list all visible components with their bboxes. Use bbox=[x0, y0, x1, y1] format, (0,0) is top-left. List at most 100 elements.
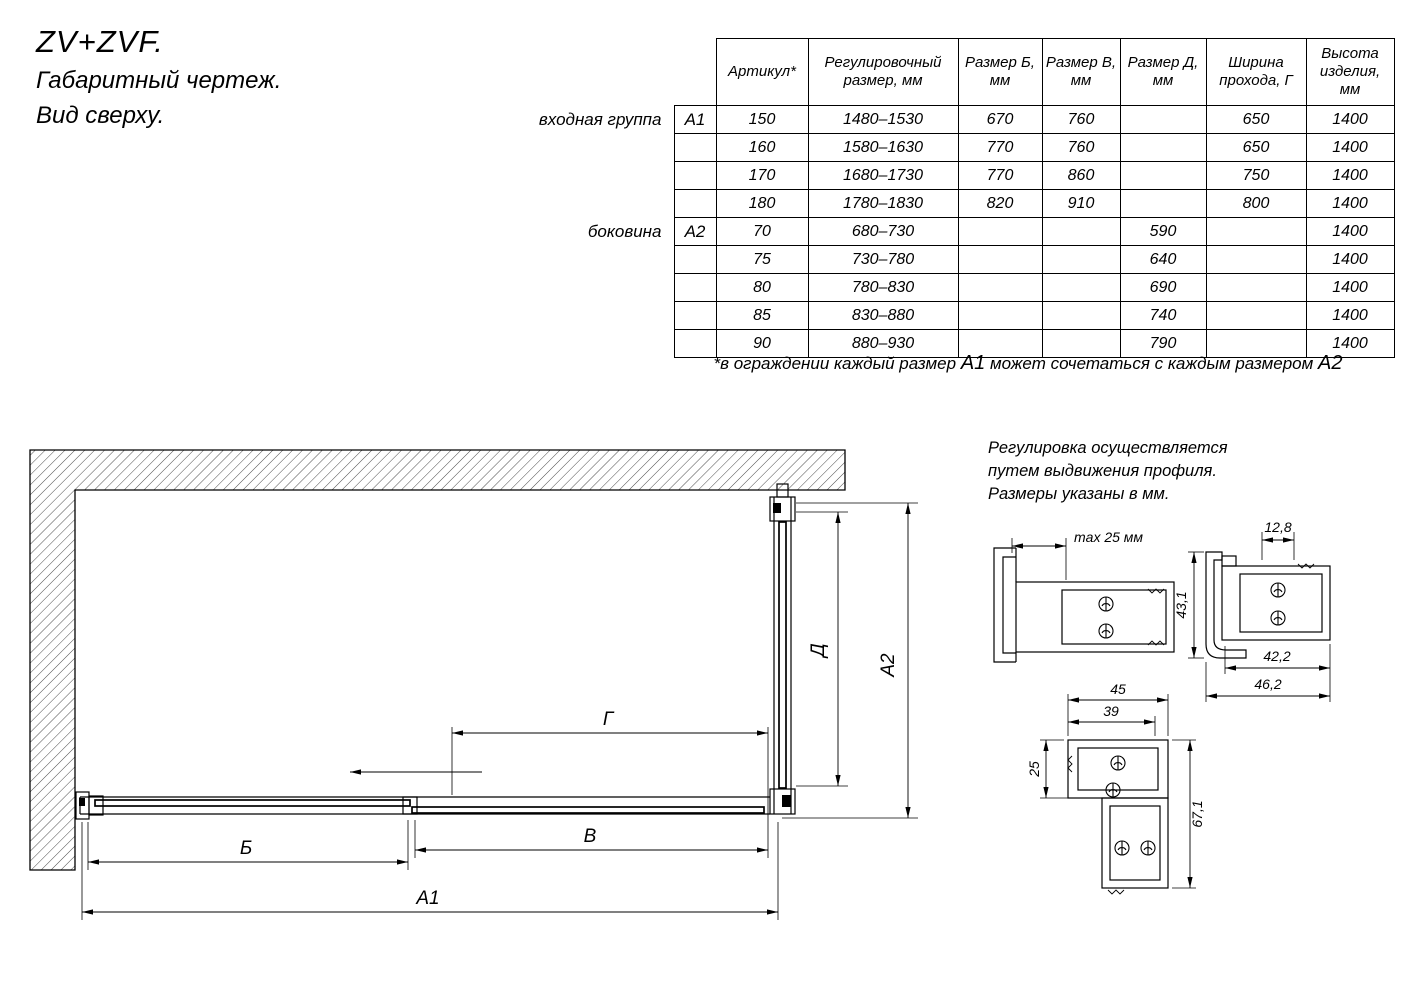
table-cell: 590 bbox=[1119, 217, 1207, 246]
table-cell: 1780–1830 bbox=[807, 189, 959, 218]
table-cell bbox=[1205, 273, 1307, 302]
dim-label-a2: А2 bbox=[878, 653, 899, 678]
column-header-adjust-range: Регулировочный размер, мм bbox=[807, 38, 959, 106]
table-cell: 80 bbox=[715, 273, 809, 302]
table-cell bbox=[957, 329, 1043, 358]
row-code bbox=[673, 245, 717, 274]
dim-label-39: 39 bbox=[1103, 703, 1119, 719]
table-footnote: *в ограждении каждый размер А1 может соч… bbox=[696, 352, 1360, 375]
table-cell bbox=[957, 273, 1043, 302]
table-cell: 1480–1530 bbox=[807, 105, 959, 134]
footnote-text: может сочетаться с каждым размером bbox=[985, 354, 1318, 373]
table-cell bbox=[1205, 329, 1307, 358]
table-cell: 1400 bbox=[1305, 217, 1395, 246]
drawing-type-label: Габаритный чертеж. bbox=[36, 67, 282, 94]
table-cell: 640 bbox=[1119, 245, 1207, 274]
adjustment-note: Регулировка осуществляется путем выдвиже… bbox=[988, 437, 1228, 506]
dim-label-12-8: 12,8 bbox=[1264, 519, 1291, 535]
row-group-label bbox=[532, 133, 674, 162]
column-header-size-d: Размер Д, мм bbox=[1119, 38, 1207, 106]
table-cell: 690 bbox=[1119, 273, 1207, 302]
dim-label-g: Г bbox=[603, 709, 615, 730]
table-cell: 85 bbox=[715, 301, 809, 330]
header-spacer bbox=[532, 38, 674, 106]
row-code bbox=[673, 161, 717, 190]
table-header-row: Артикул* Регулировочный размер, мм Разме… bbox=[532, 38, 1395, 106]
table-cell bbox=[1205, 217, 1307, 246]
row-group-label bbox=[532, 189, 674, 218]
table-cell bbox=[1205, 245, 1307, 274]
note-line: Размеры указаны в мм. bbox=[988, 485, 1170, 503]
row-group-label bbox=[532, 161, 674, 190]
footnote-text: *в ограждении каждый размер bbox=[713, 354, 961, 373]
table-cell: 770 bbox=[957, 133, 1043, 162]
table-cell: 1400 bbox=[1305, 105, 1395, 134]
table-cell bbox=[1205, 301, 1307, 330]
table-cell: 1680–1730 bbox=[807, 161, 959, 190]
table-cell: 150 bbox=[715, 105, 809, 134]
row-group-label bbox=[532, 301, 674, 330]
row-code: А2 bbox=[673, 217, 717, 246]
column-header-size-v: Размер В, мм bbox=[1041, 38, 1121, 106]
table-cell: 730–780 bbox=[807, 245, 959, 274]
dimensions: Д А2 Г Б В А1 bbox=[81, 502, 918, 920]
row-group-label: входная группа bbox=[532, 105, 674, 134]
table-cell bbox=[1041, 329, 1121, 358]
table-cell: 1400 bbox=[1305, 329, 1395, 358]
table-cell bbox=[1041, 273, 1121, 302]
table-cell bbox=[1041, 245, 1121, 274]
table-cell bbox=[1041, 217, 1121, 246]
entrance-group-a1 bbox=[75, 791, 770, 820]
table-cell: 670 bbox=[957, 105, 1043, 134]
table-cell: 740 bbox=[1119, 301, 1207, 330]
note-line: путем выдвижения профиля. bbox=[988, 462, 1217, 480]
model-title: ZV+ZVF. bbox=[36, 24, 164, 59]
table-cell: 910 bbox=[1041, 189, 1121, 218]
table-cell: 800 bbox=[1205, 189, 1307, 218]
table-cell bbox=[1041, 301, 1121, 330]
table-cell: 790 bbox=[1119, 329, 1207, 358]
row-code bbox=[673, 273, 717, 302]
dim-label-45: 45 bbox=[1110, 681, 1126, 697]
dim-label-b: Б bbox=[240, 838, 252, 859]
row-code bbox=[673, 189, 717, 218]
column-header-pass-width: Ширина прохода, Г bbox=[1205, 38, 1307, 106]
column-header-articul: Артикул* bbox=[715, 38, 809, 106]
profile-section-3: 45 39 25 67,1 bbox=[1026, 681, 1205, 895]
dim-label-v: В bbox=[584, 826, 597, 847]
row-code bbox=[673, 301, 717, 330]
table-cell: 180 bbox=[715, 189, 809, 218]
table-cell: 760 bbox=[1041, 105, 1121, 134]
table-cell: 1400 bbox=[1305, 189, 1395, 218]
table-cell: 1400 bbox=[1305, 301, 1395, 330]
table-cell bbox=[1119, 105, 1207, 134]
dim-label-a1: А1 bbox=[415, 888, 439, 909]
table-cell: 170 bbox=[715, 161, 809, 190]
profile-section-1: max 25 мм bbox=[993, 529, 1175, 663]
table-cell bbox=[957, 301, 1043, 330]
dim-label-46-2: 46,2 bbox=[1254, 676, 1281, 692]
dim-label-43-1: 43,1 bbox=[1173, 591, 1189, 618]
table-cell: 90 bbox=[715, 329, 809, 358]
table-cell: 75 bbox=[715, 245, 809, 274]
table-cell bbox=[1119, 161, 1207, 190]
note-line: Регулировка осуществляется bbox=[988, 439, 1228, 457]
table-cell: 760 bbox=[1041, 133, 1121, 162]
table-cell: 1580–1630 bbox=[807, 133, 959, 162]
side-panel-a2 bbox=[769, 483, 796, 815]
row-group-label bbox=[532, 245, 674, 274]
table-cell bbox=[1119, 189, 1207, 218]
table-cell: 770 bbox=[957, 161, 1043, 190]
table-cell: 1400 bbox=[1305, 245, 1395, 274]
table-cell bbox=[957, 245, 1043, 274]
footnote-a2: А2 bbox=[1318, 352, 1343, 374]
profile-section-2: 12,8 43,1 42,2 46,2 bbox=[1173, 519, 1331, 702]
